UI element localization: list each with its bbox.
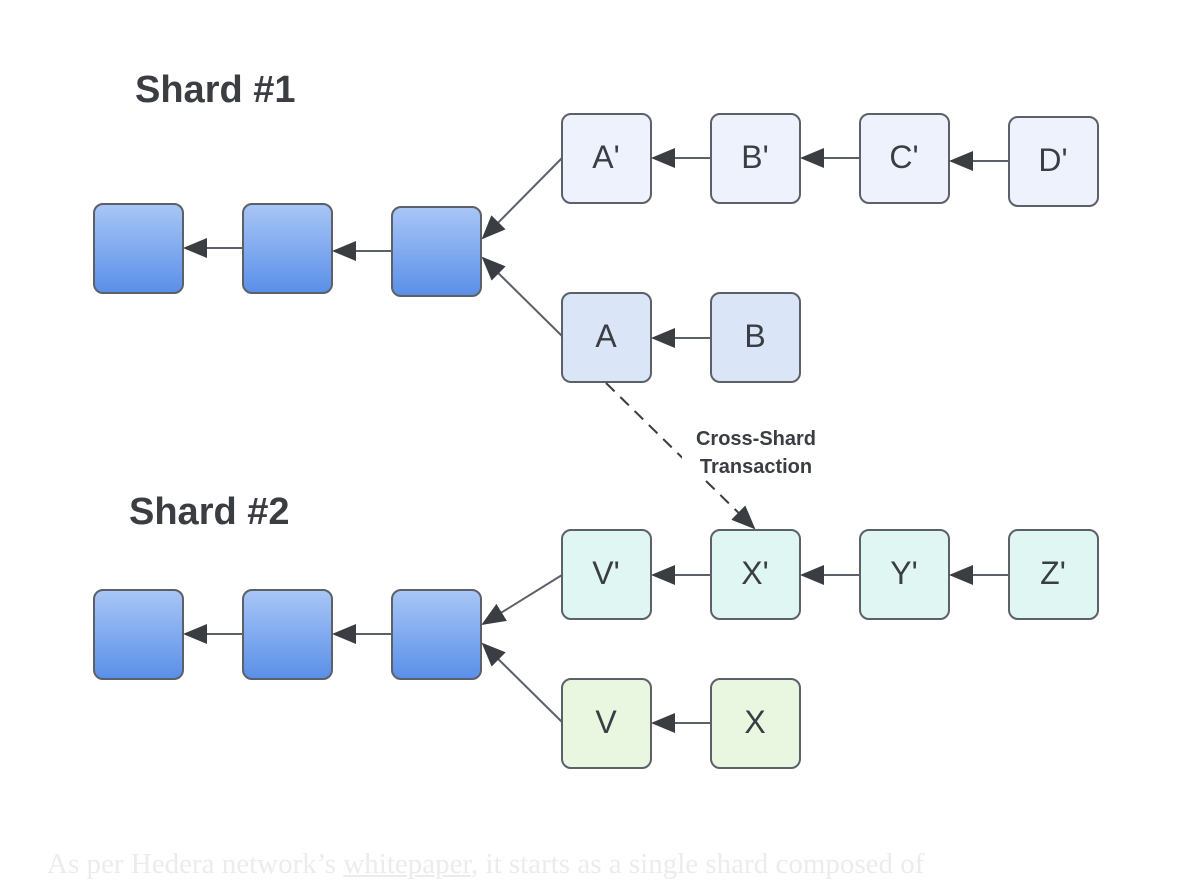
block-v-label: V <box>595 704 617 740</box>
shard-2-lower-fork: V X <box>561 678 801 769</box>
shard-2-main-block-3 <box>391 589 482 680</box>
shard-1-main-block-1 <box>93 203 184 294</box>
shard-1-upper-fork: A' B' C' D' <box>561 113 1099 207</box>
cross-shard-transaction: Cross-Shard Transaction <box>605 382 832 530</box>
shard-1-fork-link-lower <box>481 256 563 337</box>
block-d-prime-label: D' <box>1038 142 1067 178</box>
shard-2-title: Shard #2 <box>129 491 290 533</box>
caption-text-before: As per Hedera network’s <box>47 848 344 880</box>
block-y-prime-label: Y' <box>890 555 917 591</box>
cross-shard-link <box>605 382 756 530</box>
shard-1-fork-link-upper <box>481 157 563 240</box>
shard-2-fork-link-lower <box>481 642 563 723</box>
shard-2-main-block-2 <box>242 589 333 680</box>
shard-2-upper-fork: V' X' Y' Z' <box>561 529 1099 620</box>
whitepaper-link[interactable]: whitepaper <box>343 848 472 880</box>
shard-2-fork-link-upper <box>481 574 563 626</box>
block-x-label: X <box>744 704 765 740</box>
block-b-label: B <box>744 318 765 354</box>
shard-1-main-block-3 <box>391 206 482 297</box>
block-b-prime-label: B' <box>741 139 768 175</box>
shard-1-lower-fork: A B <box>561 292 801 383</box>
cross-shard-label-bg <box>682 423 832 479</box>
caption-text-after: , it starts as a single shard composed o… <box>471 848 925 880</box>
caption-paragraph: As per Hedera network’s whitepaper, it s… <box>47 848 924 881</box>
shard-1-main-chain <box>93 203 482 297</box>
shard-1-title: Shard #1 <box>135 69 296 111</box>
shard-2-main-chain <box>93 589 482 680</box>
block-x-prime-label: X' <box>741 555 768 591</box>
block-v-prime-label: V' <box>592 555 619 591</box>
shard-1-main-block-2 <box>242 203 333 294</box>
block-c-prime-label: C' <box>889 139 918 175</box>
block-a-label: A <box>595 318 617 354</box>
cross-shard-label-line1: Cross-Shard <box>696 428 816 450</box>
block-a-prime-label: A' <box>592 139 619 175</box>
cross-shard-label-line2: Transaction <box>700 456 812 478</box>
shard-2-main-block-1 <box>93 589 184 680</box>
block-z-prime-label: Z' <box>1040 555 1066 591</box>
